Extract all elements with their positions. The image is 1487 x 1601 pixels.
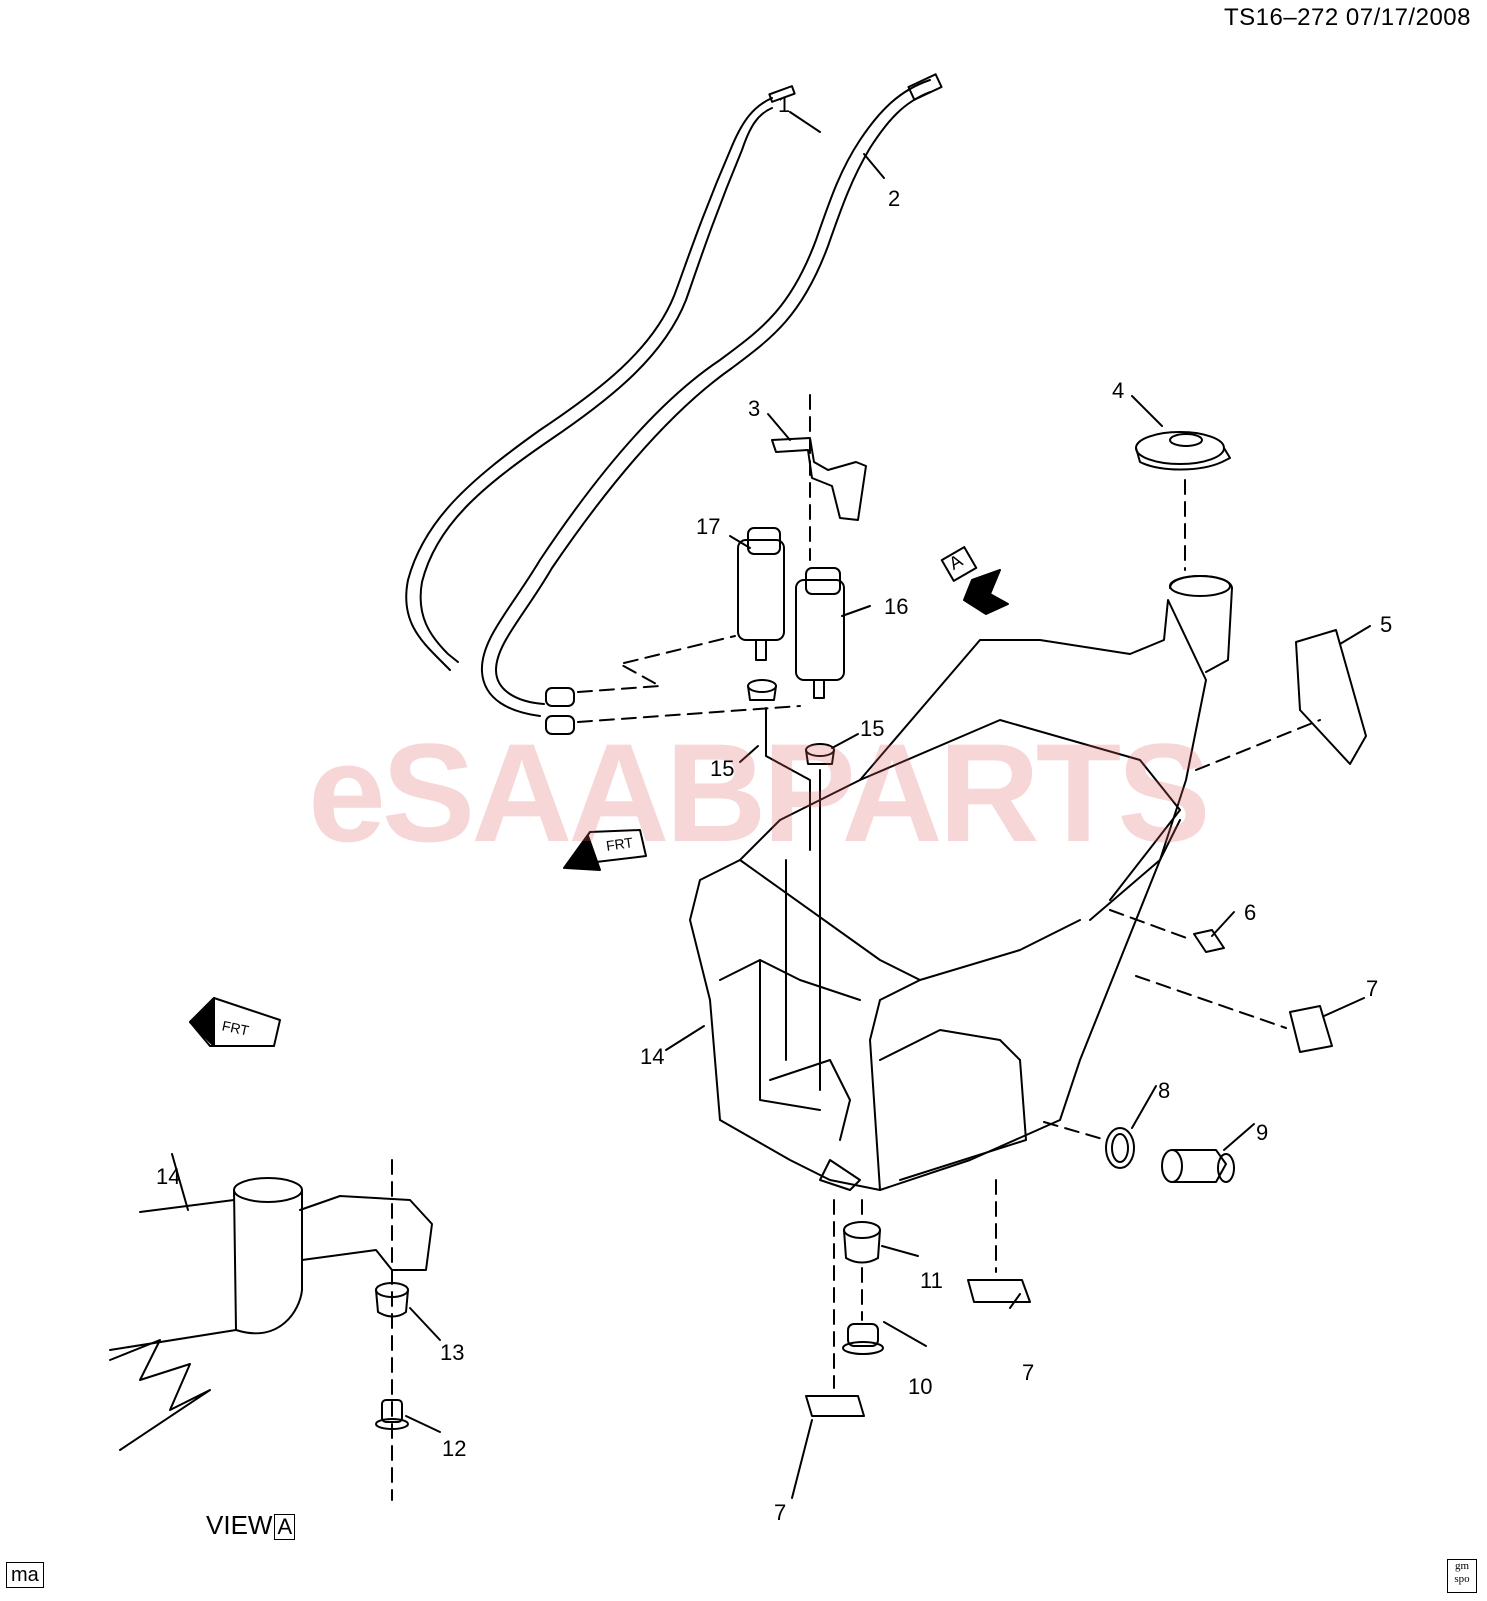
pad-7-middle[interactable] bbox=[967, 1279, 1031, 1303]
callout-9[interactable]: 9 bbox=[1256, 1120, 1269, 1145]
callout-14-view[interactable]: 14 bbox=[156, 1164, 181, 1189]
view-label-letter: A bbox=[274, 1514, 296, 1540]
reservoir-label[interactable] bbox=[1295, 629, 1367, 765]
grommet-15-right[interactable] bbox=[805, 743, 835, 765]
callout-7-right[interactable]: 7 bbox=[1366, 976, 1379, 1001]
grommet-13[interactable] bbox=[375, 1282, 409, 1318]
callout-15-right[interactable]: 15 bbox=[860, 716, 885, 741]
washer-reservoir[interactable] bbox=[689, 575, 1233, 1191]
retaining-clip[interactable] bbox=[1193, 929, 1225, 953]
washer-pump-16[interactable] bbox=[795, 567, 845, 699]
frt-arrow-left bbox=[189, 997, 281, 1047]
document-id: TS16–272 07/17/2008 bbox=[1223, 4, 1471, 31]
callout-4[interactable]: 4 bbox=[1112, 378, 1125, 403]
callout-15-left[interactable]: 15 bbox=[710, 756, 735, 781]
callout-10[interactable]: 10 bbox=[908, 1374, 933, 1399]
level-sensor[interactable] bbox=[1161, 1149, 1235, 1183]
grommet-11[interactable] bbox=[843, 1221, 881, 1264]
pump-seal[interactable] bbox=[1105, 1127, 1135, 1169]
grommet-15-left[interactable] bbox=[747, 679, 777, 701]
washer-pump-17[interactable] bbox=[737, 527, 785, 661]
pad-7-bottom[interactable] bbox=[805, 1395, 865, 1417]
callout-17[interactable]: 17 bbox=[696, 514, 721, 539]
badge-top: gm bbox=[1454, 1560, 1470, 1572]
callout-6[interactable]: 6 bbox=[1244, 900, 1257, 925]
callout-16[interactable]: 16 bbox=[884, 594, 909, 619]
callout-2[interactable]: 2 bbox=[888, 186, 901, 211]
callout-12[interactable]: 12 bbox=[442, 1436, 467, 1461]
view-label-prefix: VIEW bbox=[206, 1510, 273, 1540]
callout-1[interactable]: 1 bbox=[778, 92, 791, 117]
callout-7-middle[interactable]: 7 bbox=[1022, 1360, 1035, 1385]
footer-code: ma bbox=[6, 1562, 44, 1588]
callout-14-main[interactable]: 14 bbox=[640, 1044, 665, 1069]
pump-bracket[interactable] bbox=[771, 437, 867, 521]
view-a-arrow bbox=[940, 546, 1009, 615]
callout-3[interactable]: 3 bbox=[748, 396, 761, 421]
callout-5[interactable]: 5 bbox=[1380, 612, 1393, 637]
pad-7-right[interactable] bbox=[1289, 1005, 1333, 1053]
frt-arrow-top bbox=[563, 829, 647, 871]
callout-7-bottom[interactable]: 7 bbox=[774, 1500, 787, 1525]
callout-8[interactable]: 8 bbox=[1158, 1078, 1171, 1103]
drain-plug[interactable] bbox=[842, 1323, 884, 1355]
filler-cap[interactable] bbox=[1135, 431, 1231, 471]
washer-hose-2[interactable] bbox=[480, 73, 943, 735]
callout-13[interactable]: 13 bbox=[440, 1340, 465, 1365]
gm-spo-badge: gm spo bbox=[1447, 1559, 1477, 1593]
badge-bottom: spo bbox=[1454, 1573, 1470, 1585]
callout-11[interactable]: 11 bbox=[920, 1268, 943, 1293]
washer-hose-1[interactable] bbox=[0, 85, 796, 690]
bushing-12[interactable] bbox=[375, 1399, 409, 1430]
